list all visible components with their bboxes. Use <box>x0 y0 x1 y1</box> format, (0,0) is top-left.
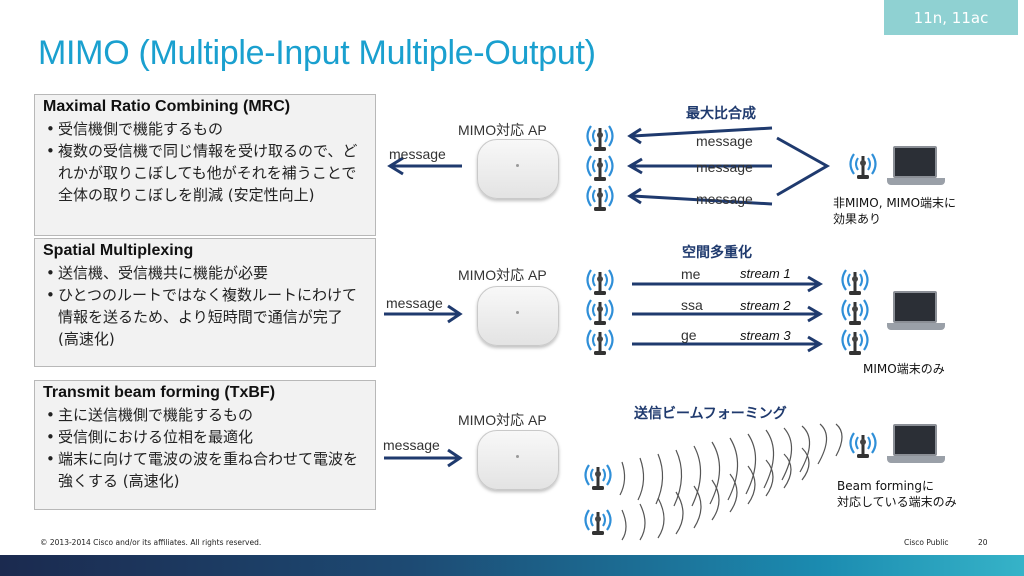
sm-arrows <box>384 275 823 353</box>
antenna-icon <box>584 463 612 492</box>
sm-part-3: ge <box>681 327 697 343</box>
bf-caption-line-1: Beam formingに <box>837 479 935 493</box>
antenna-icon <box>584 508 612 537</box>
txbf-bullet-1: 主に送信機側で機能するもの <box>43 404 367 426</box>
access-point-icon <box>477 286 559 346</box>
beam-waves <box>619 423 843 541</box>
mrc-arrows <box>387 126 831 206</box>
bf-diagram-heading: 送信ビームフォーミング <box>634 406 787 422</box>
mrc-left-antennas <box>586 124 614 213</box>
mrc-message-1: message <box>696 133 753 149</box>
antenna-icon <box>849 431 877 460</box>
antenna-icon <box>586 154 614 183</box>
antenna-icon <box>841 268 869 297</box>
mrc-diagram-heading: 最大比合成 <box>686 106 756 122</box>
message-label: message <box>383 437 440 453</box>
bf-arrow <box>384 448 463 468</box>
sm-bullet-1: 送信機、受信機共に機能が必要 <box>43 262 367 284</box>
bf-caption-line-2: 対応している端末のみ <box>837 495 957 509</box>
mrc-caption: 非MIMO, MIMO端末に 効果あり <box>833 195 956 227</box>
footer-bar <box>0 555 1024 576</box>
mrc-bullet-2: 複数の受信機で同じ情報を受け取るので、どれかが取りこぼしても他がそれを補うことで… <box>43 140 367 206</box>
version-tag: 11n, 11ac <box>884 0 1018 35</box>
ap-label: MIMO対応 AP <box>458 267 547 283</box>
txbf-bullet-2: 受信側における位相を最適化 <box>43 426 367 448</box>
mrc-bullet-1: 受信機側で機能するもの <box>43 118 367 140</box>
access-point-icon <box>477 430 559 490</box>
stream-1-label: stream 1 <box>740 266 791 281</box>
sm-left-antennas <box>586 268 614 357</box>
antenna-icon <box>586 184 614 213</box>
mrc-caption-line-1: 非MIMO, MIMO端末に <box>833 196 957 210</box>
copyright: © 2013-2014 Cisco and/or its affiliates.… <box>40 538 262 547</box>
classification-label: Cisco Public <box>904 538 949 547</box>
laptop-icon <box>887 146 945 190</box>
txbf-box: Transmit beam forming (TxBF) 主に送信機側で機能する… <box>34 380 376 510</box>
ap-label: MIMO対応 AP <box>458 412 547 428</box>
antenna-icon <box>849 152 877 181</box>
sm-right-antennas <box>841 268 869 357</box>
antenna-icon <box>841 298 869 327</box>
sm-box: Spatial Multiplexing 送信機、受信機共に機能が必要 ひとつの… <box>34 238 376 367</box>
stream-3-label: stream 3 <box>740 328 791 343</box>
antenna-icon <box>586 268 614 297</box>
antenna-icon <box>586 328 614 357</box>
page-number: 20 <box>978 538 988 547</box>
message-label: message <box>386 295 443 311</box>
bf-caption: Beam formingに 対応している端末のみ <box>837 478 957 510</box>
mrc-caption-line-2: 効果あり <box>833 212 882 226</box>
txbf-heading: Transmit beam forming (TxBF) <box>43 384 276 401</box>
antenna-icon <box>841 328 869 357</box>
sm-part-1: me <box>681 266 701 282</box>
sm-part-2: ssa <box>681 297 703 313</box>
sm-bullet-2: ひとつのルートではなく複数ルートにわけて情報を送るため、より短時間で通信が完了 … <box>43 284 367 350</box>
antenna-icon <box>586 124 614 153</box>
message-label: message <box>389 146 446 162</box>
mrc-box: Maximal Ratio Combining (MRC) 受信機側で機能するも… <box>34 94 376 236</box>
antenna-icon <box>586 298 614 327</box>
sm-heading: Spatial Multiplexing <box>43 242 194 259</box>
mrc-heading: Maximal Ratio Combining (MRC) <box>43 98 291 115</box>
slide-title: MIMO (Multiple-Input Multiple-Output) <box>38 34 596 72</box>
ap-label: MIMO対応 AP <box>458 122 547 138</box>
mrc-message-2: message <box>696 159 753 175</box>
laptop-icon <box>887 291 945 335</box>
txbf-bullet-3: 端末に向けて電波の波を重ね合わせて電波を強くする (高速化) <box>43 448 367 492</box>
sm-diagram-heading: 空間多重化 <box>682 245 752 261</box>
laptop-icon <box>887 424 945 468</box>
sm-caption: MIMO端末のみ <box>863 362 945 376</box>
access-point-icon <box>477 139 559 199</box>
stream-2-label: stream 2 <box>740 298 791 313</box>
mrc-message-3: message <box>696 191 753 207</box>
